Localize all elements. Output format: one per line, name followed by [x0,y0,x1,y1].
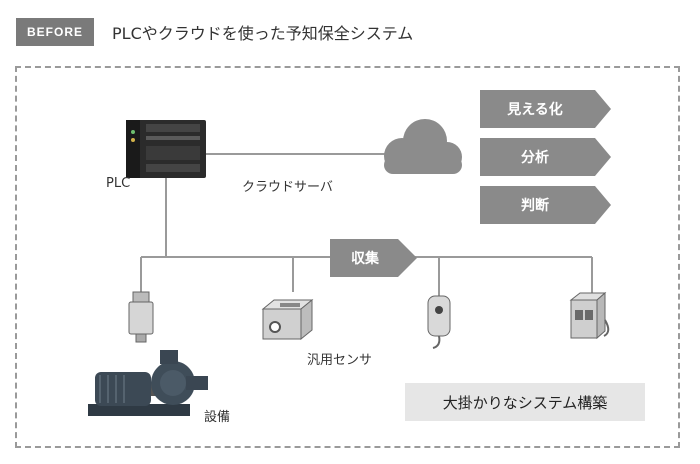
diagram-frame [15,66,680,448]
arrow-collect [330,239,417,277]
arrow-analyze [480,138,611,176]
generic-sensor-label: 汎用センサ [307,353,373,368]
plc-label: PLC [106,176,131,191]
generic-sensor-icon [261,298,314,341]
function-judge-label: 判断 [521,198,549,214]
arrow-visualize [480,90,611,128]
equipment-label: 設備 [204,410,231,425]
before-badge: BEFORE [16,18,94,46]
vibration-sensor-icon [128,291,154,343]
cloud-server-label: クラウドサーバ [242,180,333,195]
page-title: PLCやクラウドを使った予知保全システム [112,24,414,43]
function-visualize-label: 見える化 [507,102,563,118]
arrow-judge [480,186,611,224]
large-scale-system-note: 大掛かりなシステム構築 [405,383,645,421]
cloud-icon [384,119,462,174]
function-arrows [330,90,611,277]
current-sensor-icon [427,295,451,349]
function-analyze-label: 分析 [521,150,549,166]
equipment-pump-icon [88,350,208,416]
collect-label: 収集 [351,251,379,267]
photo-sensor-icon [569,291,610,340]
plc-device-icon [126,120,206,178]
